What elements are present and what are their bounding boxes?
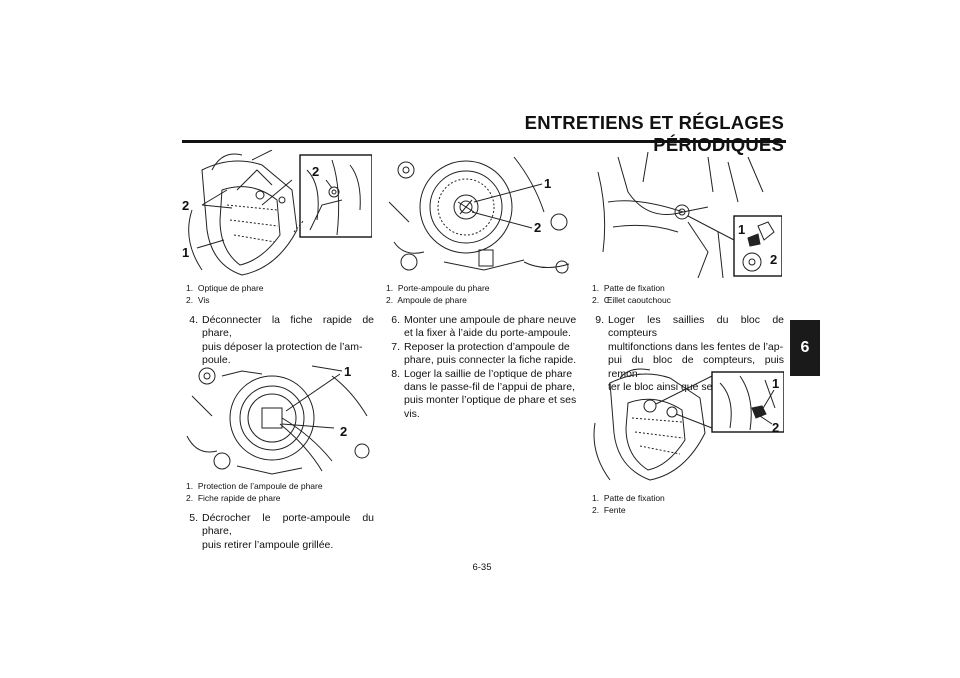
caption-text: Ampoule de phare (397, 295, 467, 305)
step-line: phare, puis connecter la fiche rapide. (404, 354, 577, 367)
step-line: et la fixer à l’aide du porte-ampoule. (404, 327, 571, 340)
caption-number: 2. (592, 295, 600, 305)
figure-bulb-holder: 1 2 (384, 152, 574, 278)
callout-2: 2 (534, 220, 542, 235)
header-rule (182, 140, 786, 143)
chapter-tab-label: 6 (800, 339, 810, 356)
figure-caption: 1. Porte-ampoule du phare 2. Ampoule de … (386, 282, 490, 306)
step-number: 5. (189, 512, 198, 524)
step-text: Reposer la protection d’ampoule de phare… (404, 341, 578, 368)
callout-1: 1 (182, 245, 190, 260)
caption-text: Optique de phare (197, 283, 264, 293)
step-list: 5. Décrocher le porte-ampoule du phare, … (182, 512, 374, 552)
step-line: Loger les saillies du bloc de compteurs (608, 314, 784, 340)
step-number: 9. (595, 314, 604, 326)
callout-2: 2 (340, 424, 348, 439)
step-line: Décrocher le porte-ampoule du phare, (202, 512, 374, 538)
caption-number: 1. (186, 283, 194, 293)
step-4: 4. Déconnecter la fiche rapide de phare,… (182, 314, 374, 368)
step-line: puis monter l’optique de phare et ses (404, 394, 577, 407)
step-number: 6. (391, 314, 400, 326)
page-title: ENTRETIENS ET RÉGLAGES PÉRIODIQUES (524, 112, 784, 155)
step-6: 6. Monter une ampoule de phare neuve et … (384, 314, 578, 341)
step-8: 8. Loger la saillie de l’optique de phar… (384, 368, 578, 422)
caption-text: Fente (603, 505, 626, 515)
figure-caption: 1. Patte de fixation 2. Œillet caoutchou… (592, 282, 671, 306)
step-text: Déconnecter la fiche rapide de phare, pu… (202, 314, 374, 368)
caption-number: 2. (386, 295, 394, 305)
caption-number: 1. (186, 481, 194, 491)
callout-2: 2 (770, 252, 778, 267)
caption-number: 2. (186, 493, 194, 503)
callout-2: 2 (182, 198, 190, 213)
step-list: 9. Loger les saillies du bloc de compteu… (588, 314, 784, 394)
caption-number: 2. (186, 295, 194, 305)
step-line: poule. (202, 354, 231, 367)
callout-1: 1 (544, 176, 552, 191)
figure-caption: 1. Optique de phare 2. Vis (186, 282, 264, 306)
page-number: 6-35 (472, 562, 492, 573)
step-line: multifonctions dans les fentes de l’ap- (608, 340, 784, 353)
step-line: puis déposer la protection de l’am- (202, 340, 363, 353)
chapter-tab: 6 (790, 320, 820, 376)
step-number: 8. (391, 367, 400, 380)
caption-text: Œillet caoutchouc (603, 295, 671, 305)
figure-caption: 1. Patte de fixation 2. Fente (592, 492, 665, 516)
callout-2: 2 (772, 420, 780, 435)
step-5: 5. Décrocher le porte-ampoule du phare, … (182, 512, 374, 552)
figure-fixing-bracket: 1 2 (588, 152, 782, 278)
callout-1: 1 (738, 222, 746, 237)
step-line: vis. (404, 407, 420, 420)
step-line: pui du bloc de compteurs, puis remon- (608, 354, 784, 380)
step-line: Monter une ampoule de phare neuve (404, 314, 577, 326)
figure-headlight-screws: 2 2 1 (182, 150, 372, 280)
step-line: ter le bloc ainsi que ses vis. (608, 381, 737, 394)
caption-text: Porte-ampoule du phare (397, 283, 490, 293)
step-list: 4. Déconnecter la fiche rapide de phare,… (182, 314, 374, 368)
figure-bulb-cover: 1 2 (182, 356, 372, 478)
caption-text: Patte de fixation (603, 493, 665, 503)
step-number: 4. (189, 314, 198, 326)
step-list: 6. Monter une ampoule de phare neuve et … (384, 314, 578, 421)
caption-number: 1. (592, 283, 600, 293)
figure-meter-slots: 1 2 (590, 368, 784, 486)
step-line: Déconnecter la fiche rapide de phare, (202, 314, 374, 340)
step-text: Loger la saillie de l’optique de phare d… (404, 368, 578, 422)
step-line: Loger la saillie de l’optique de phare (404, 367, 573, 380)
step-text: Décrocher le porte-ampoule du phare, pui… (202, 512, 374, 552)
step-text: Monter une ampoule de phare neuve et la … (404, 314, 578, 341)
step-7: 7. Reposer la protection d’ampoule de ph… (384, 341, 578, 368)
step-line: puis retirer l’ampoule grillée. (202, 538, 334, 551)
step-line: dans le passe-fil de l’appui de phare, (404, 381, 576, 394)
step-line: Reposer la protection d’ampoule de (404, 340, 570, 353)
caption-text: Patte de fixation (603, 283, 665, 293)
callout-1: 1 (772, 376, 780, 391)
step-9: 9. Loger les saillies du bloc de compteu… (588, 314, 784, 394)
figure-caption: 1. Protection de l’ampoule de phare 2. F… (186, 480, 323, 504)
caption-text: Fiche rapide de phare (197, 493, 281, 503)
caption-text: Protection de l’ampoule de phare (197, 481, 323, 491)
caption-number: 2. (592, 505, 600, 515)
callout-2: 2 (312, 164, 320, 179)
caption-number: 1. (386, 283, 394, 293)
callout-1: 1 (344, 364, 352, 379)
step-text: Loger les saillies du bloc de compteurs … (608, 314, 784, 394)
step-number: 7. (391, 340, 400, 353)
caption-number: 1. (592, 493, 600, 503)
caption-text: Vis (197, 295, 210, 305)
